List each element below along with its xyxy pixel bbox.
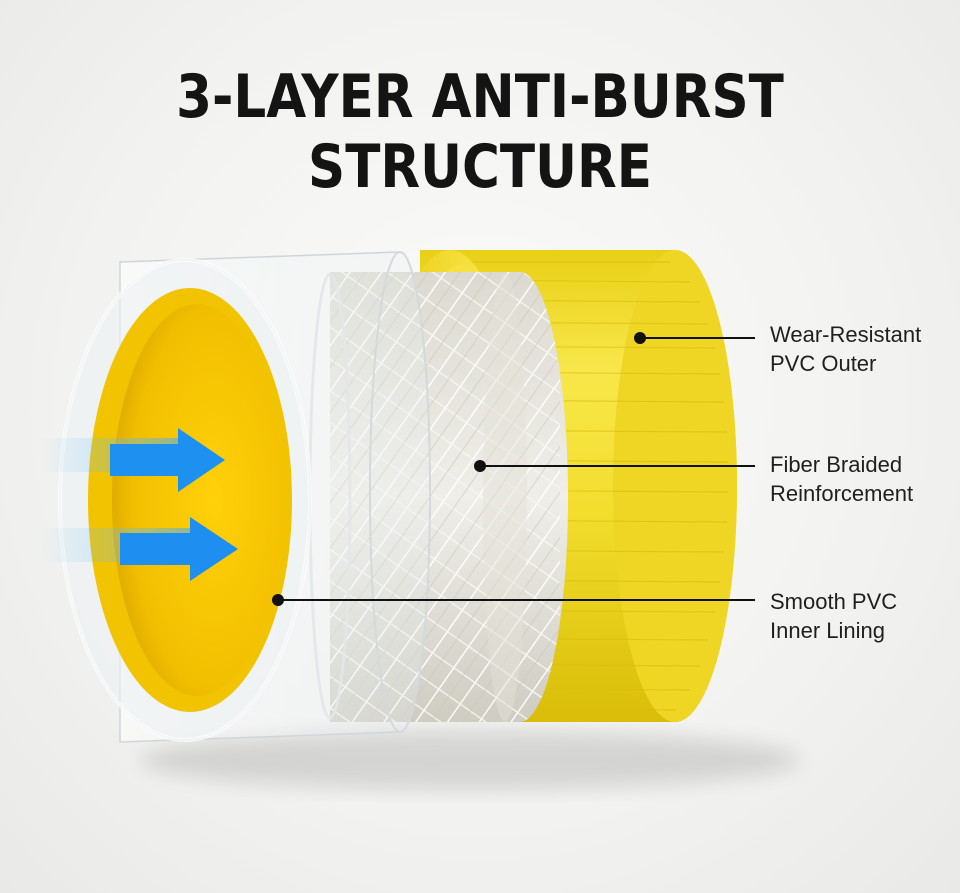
label-outer-line1: Wear-Resistant <box>770 322 922 347</box>
flow-arrow-icon <box>120 517 238 581</box>
label-inner-layer: Smooth PVC Inner Lining <box>770 587 897 645</box>
label-inner-line1: Smooth PVC <box>770 589 898 614</box>
label-fiber-line1: Fiber Braided <box>770 452 903 477</box>
callout-dot-inner <box>272 594 284 606</box>
label-outer-layer: Wear-Resistant PVC Outer <box>770 320 921 378</box>
label-inner-line2: Inner Lining <box>770 618 885 643</box>
flow-arrow-icon <box>110 428 225 492</box>
callout-dot-fiber <box>474 460 486 472</box>
label-outer-line2: PVC Outer <box>770 351 877 376</box>
callout-lines <box>278 337 755 601</box>
label-fiber-line2: Reinforcement <box>770 481 914 506</box>
label-fiber-layer: Fiber Braided Reinforcement <box>770 450 913 508</box>
floor-shadow <box>140 730 800 790</box>
water-flow-arrows <box>40 428 238 581</box>
inner-pvc-lining <box>58 258 312 742</box>
callout-dot-outer <box>634 332 646 344</box>
page-title: 3-LAYER ANTI-BURST STRUCTURE <box>176 62 784 202</box>
